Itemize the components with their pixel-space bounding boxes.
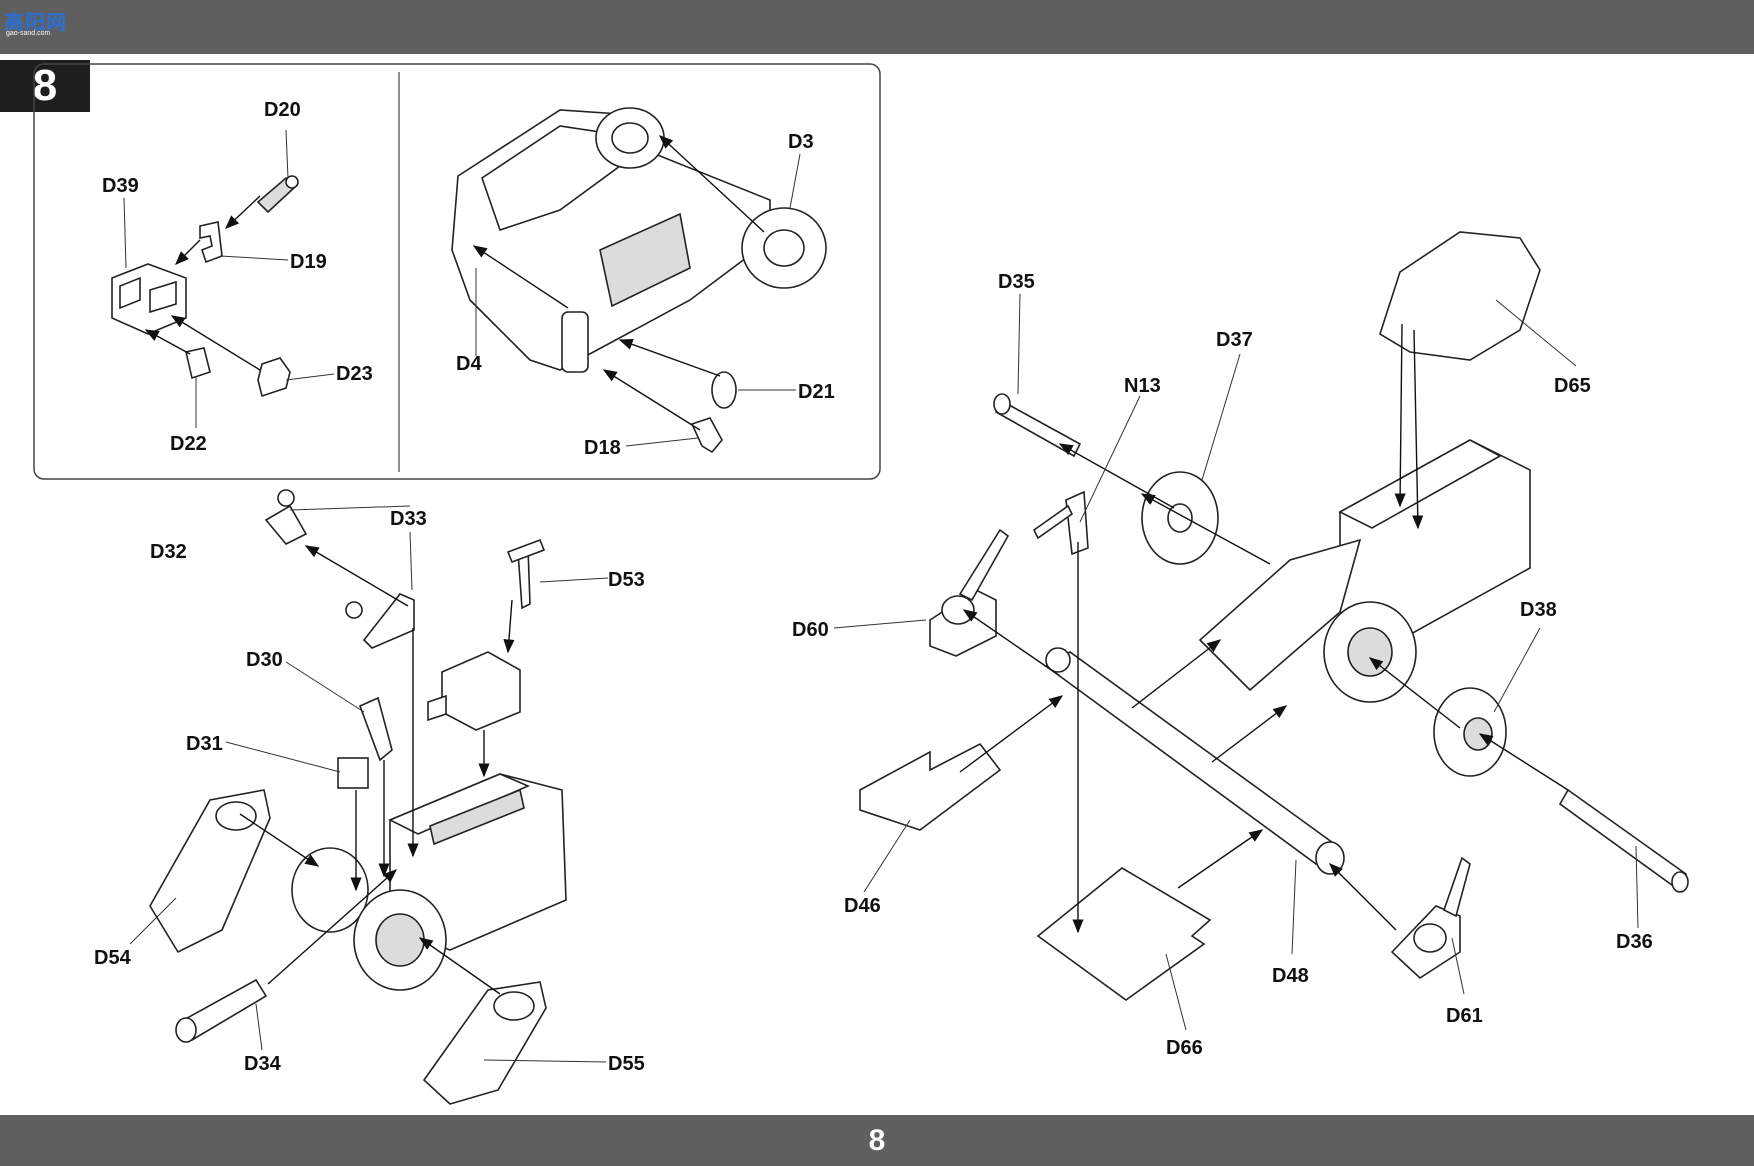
callout-d36: D36 [1616,931,1653,953]
part-d39-block [111,263,187,335]
callout-d20: D20 [264,99,301,121]
callout-n13: N13 [1124,375,1161,397]
step-number: 8 [0,60,90,112]
part-d22 [185,347,211,380]
arrow-d21 [618,338,721,377]
part-d53-gearbox [427,538,546,731]
arrow-d65-right [1412,329,1424,530]
arrow-d36 [1478,733,1569,791]
callout-d35: D35 [998,271,1035,293]
arrow-d38 [1368,657,1461,729]
callout-d22: D22 [170,433,207,455]
callout-d23: D23 [336,363,373,385]
callout-d38: D38 [1520,599,1557,621]
arrow-d46 [959,695,1064,773]
part-d61-bracket [1390,856,1471,980]
arrow-d61 [1329,863,1397,931]
part-d21 [711,371,737,409]
page-number: 8 [868,1124,886,1157]
leader-lines [123,129,1639,1063]
callout-d31: D31 [186,733,223,755]
part-main-chassis [1198,439,1531,703]
arrow-d18 [602,369,701,431]
part-d19 [199,221,223,264]
part-d36-axle [1558,788,1689,893]
callout-d53: D53 [608,569,645,591]
callout-d3: D3 [788,131,814,153]
part-d18 [690,417,723,454]
arrow-d34 [267,869,398,985]
logo-subtitle: gao-sand.com [6,30,51,37]
part-d32-d33 [264,489,415,649]
callout-d33: D33 [390,508,427,530]
arrow-d53 [503,599,515,654]
logo-title: 高阳网 [4,12,67,34]
callout-d54: D54 [94,947,132,969]
arrow-d23 [170,315,261,371]
page-number-bar: 8 [0,1115,1754,1166]
callout-d46: D46 [844,895,881,917]
part-frame-assembly [451,107,827,373]
arrow-d37 [1140,493,1271,565]
part-d65-cover [1379,231,1541,361]
arrow-d60 [962,609,1061,677]
part-d38-wheel [1433,687,1507,777]
arrow-d22 [144,329,191,355]
callout-d60: D60 [792,619,829,641]
callout-d48: D48 [1272,965,1309,987]
part-d35-axle [993,393,1082,458]
callout-d37: D37 [1216,329,1253,351]
arrow-d48-b [1211,705,1288,763]
header-bar: 高阳网 gao-sand.com [0,0,1754,54]
arrow-d32 [304,545,409,607]
callout-d61: D61 [1446,1005,1483,1027]
part-d60-bracket [929,528,1010,657]
part-d30-d31 [337,696,393,789]
part-d66-plate [1036,867,1212,1001]
part-d20 [256,175,299,214]
part-d23 [257,357,291,398]
callout-d55: D55 [608,1053,645,1075]
arrow-d55 [418,937,501,995]
part-d46-plate [859,742,1002,831]
part-d54 [149,789,271,954]
arrow-d19 [175,239,201,265]
arrow-d4 [472,245,569,309]
callout-d21: D21 [798,381,835,403]
part-d55 [422,981,547,1105]
callout-d34: D34 [244,1053,282,1075]
callout-d39: D39 [102,175,139,197]
part-d34-shaft [175,978,268,1043]
arrow-d54 [239,813,320,867]
callout-d30: D30 [246,649,283,671]
callout-d66: D66 [1166,1037,1203,1059]
arrow-d35 [1058,443,1175,509]
part-d48-tube [1044,647,1345,875]
callout-d4: D4 [456,353,482,375]
arrow-d20 [224,195,261,229]
arrow-d48-a [1131,639,1222,709]
callout-d19: D19 [290,251,327,273]
arrow-d3 [658,135,765,233]
part-d37-wheel [1141,471,1219,565]
callout-d18: D18 [584,437,621,459]
inset-frame [33,63,881,480]
arrow-d65-left [1394,323,1406,508]
part-n13-lever [1032,490,1089,556]
site-logo: 高阳网 gao-sand.com [4,6,72,40]
callout-d32: D32 [150,541,187,563]
arrow-d66 [1177,829,1264,889]
callout-d65: D65 [1554,375,1591,397]
